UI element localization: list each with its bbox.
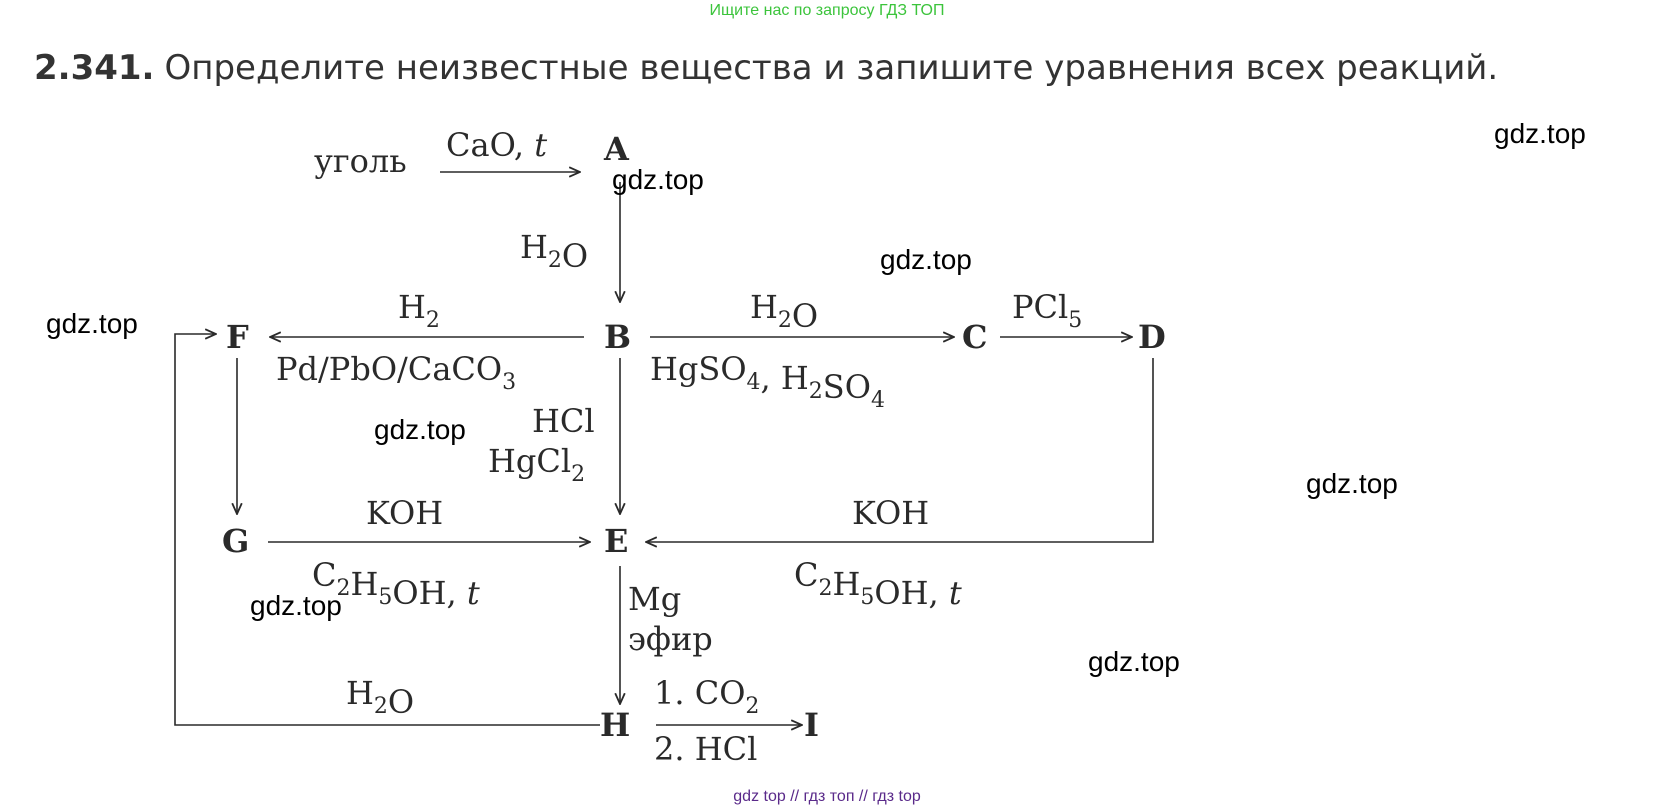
label-a-to-b: H2O <box>520 228 588 275</box>
problem-statement: 2.341.Определите неизвестные вещества и … <box>34 48 1498 88</box>
label-d-to-e-bottom: C2H5OH, t <box>794 556 962 612</box>
label-b-to-e-1: HCl <box>532 402 595 440</box>
node-e: E <box>604 522 628 560</box>
label-b-to-e-2: HgCl2 <box>488 442 585 487</box>
watermark: gdz.top <box>612 164 704 195</box>
label-coal-to-a: CaO, t <box>446 126 547 164</box>
node-h: H <box>600 706 630 744</box>
watermark: gdz.top <box>250 590 342 621</box>
start-substance: уголь <box>314 142 407 180</box>
arrow-d-to-e <box>646 358 1154 542</box>
label-d-to-e-top: KOH <box>852 494 929 532</box>
watermark: gdz.top <box>46 308 138 339</box>
watermark: gdz.top <box>1088 646 1180 677</box>
watermark: gdz.top <box>1494 118 1586 149</box>
arrow-h-to-f <box>174 334 600 726</box>
label-h-to-f: H2O <box>346 674 414 721</box>
footer-watermark: gdz top // гдз топ // гдз top <box>733 788 921 805</box>
node-i: I <box>804 706 819 744</box>
label-b-to-c-top: H2O <box>750 288 818 335</box>
watermark: gdz.top <box>1306 468 1398 499</box>
node-b: B <box>604 318 631 356</box>
label-b-to-f-bottom: Pd/PbO/CaCO3 <box>276 350 516 395</box>
node-f: F <box>226 318 249 356</box>
label-h-to-i-2: 2. HCl <box>654 730 757 768</box>
problem-text: Определите неизвестные вещества и запиши… <box>164 48 1499 88</box>
watermark: gdz.top <box>374 414 466 445</box>
label-g-to-e-bottom: C2H5OH, t <box>312 556 480 612</box>
node-c: C <box>962 318 987 356</box>
label-b-to-c-bottom: HgSO4, H2SO4 <box>650 350 885 413</box>
problem-number: 2.341. <box>34 48 155 88</box>
label-b-to-f-top: H2 <box>398 288 440 333</box>
search-hint-banner: Ищите нас по запросу ГДЗ ТОП <box>709 2 945 19</box>
node-a: A <box>603 130 630 168</box>
label-e-to-h-2: эфир <box>628 620 713 658</box>
label-c-to-d: PCl5 <box>1012 288 1082 333</box>
watermark: gdz.top <box>880 244 972 275</box>
node-d: D <box>1138 318 1166 356</box>
label-h-to-i-1: 1. CO2 <box>654 674 759 719</box>
node-g: G <box>222 522 249 560</box>
label-g-to-e-top: KOH <box>366 494 443 532</box>
label-e-to-h-1: Mg <box>628 580 681 618</box>
